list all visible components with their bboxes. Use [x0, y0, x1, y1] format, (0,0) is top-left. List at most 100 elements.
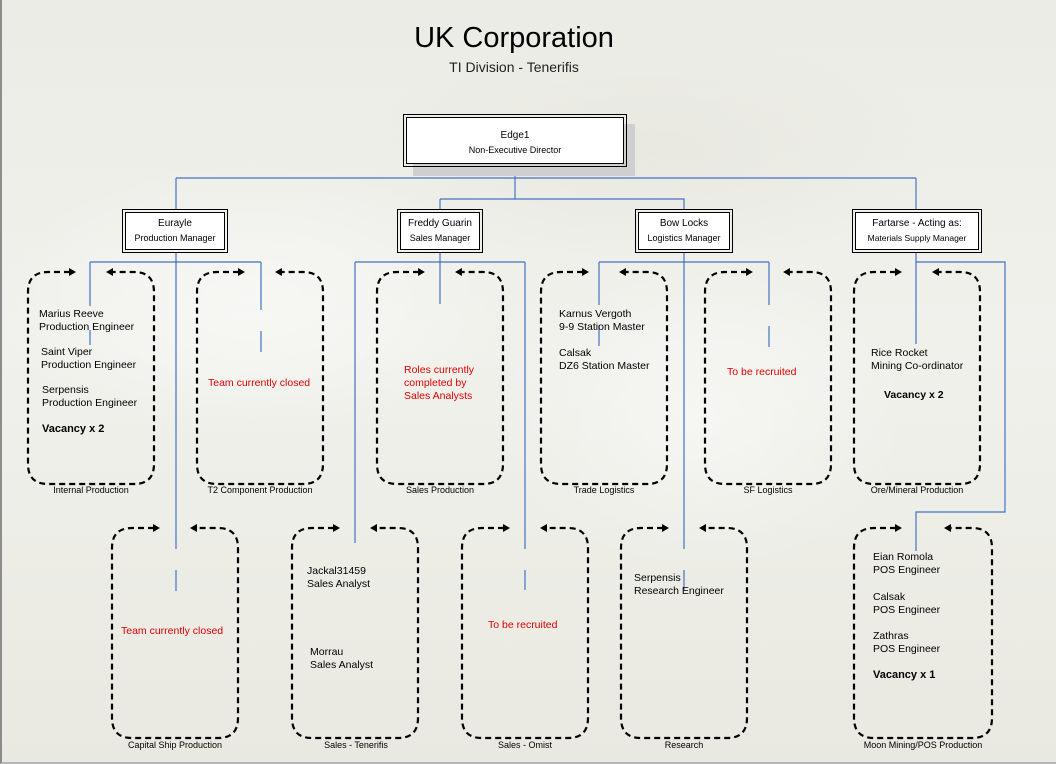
arrow-right-icon [895, 268, 902, 276]
team-label: Internal Production [53, 485, 129, 495]
team-status-note: To be recruited [727, 366, 797, 378]
team-label: T2 Component Production [207, 485, 313, 495]
team-outline-sales-omist [460, 526, 590, 740]
member-name: Jackal31459 [307, 565, 366, 577]
manager-role: Logistics Manager [647, 233, 721, 243]
arrow-left-icon [944, 524, 951, 532]
manager-name: Bow Locks [659, 218, 709, 229]
team-outline-sf-logistics [703, 270, 833, 486]
member-name: Marius Reeve [39, 308, 104, 320]
team-outline-internal-production [26, 270, 156, 486]
manager-box-production[interactable]: Eurayle Production Manager [122, 209, 228, 253]
team-label: Research [664, 740, 704, 750]
arrow-right-icon [69, 268, 76, 276]
team-label: Sales - Omist [497, 740, 552, 750]
arrow-left-icon [190, 524, 197, 532]
team-outline-sales-tenerifis [290, 526, 420, 740]
manager-name: Fartarse - Acting as: [872, 218, 962, 229]
note-line: Roles currently [404, 364, 475, 376]
arrow-left-icon [275, 268, 282, 276]
member-role: POS Engineer [873, 643, 941, 655]
connector-lines [89, 166, 1006, 591]
arrow-right-icon [746, 268, 753, 276]
manager-name: Freddy Guarin [408, 218, 472, 229]
team-outline-ore-mineral-production [852, 270, 982, 486]
manager-name: Eurayle [158, 218, 192, 229]
member-name: Serpensis [42, 384, 89, 396]
member-role: Mining Co-ordinator [871, 360, 964, 372]
member-role: 9-9 Station Master [559, 321, 645, 333]
member-name: Karnus Vergoth [559, 308, 632, 320]
team-member: Karnus Vergoth 9-9 Station Master [559, 308, 645, 334]
arrow-right-icon [238, 268, 245, 276]
team-member: Jackal31459 Sales Analyst [307, 565, 370, 591]
member-name: Serpensis [634, 572, 681, 584]
chart-title: UK Corporation [414, 22, 614, 54]
arrow-left-icon [370, 524, 377, 532]
team-status-note: To be recruited [488, 619, 558, 631]
team-label: Ore/Mineral Production [870, 485, 964, 495]
member-name: Rice Rocket [871, 347, 928, 359]
chart-subtitle: TI Division - Tenerifis [449, 59, 579, 75]
team-outlines [26, 268, 994, 740]
team-member: Zathras POS Engineer [873, 630, 940, 656]
director-name: Edge1 [500, 130, 530, 141]
team-member: Eian Romola POS Engineer [873, 551, 940, 577]
arrow-right-icon [582, 268, 589, 276]
team-status-note: Team currently closed [208, 377, 311, 389]
team-outline-moon-mining-pos-production [852, 526, 994, 740]
member-role: DZ6 Station Master [559, 360, 650, 372]
member-role: Sales Analyst [307, 578, 371, 590]
team-member: Calsak DZ6 Station Master [559, 347, 649, 373]
manager-box-sales[interactable]: Freddy Guarin Sales Manager [397, 209, 483, 253]
team-label: Moon Mining/POS Production [863, 740, 983, 750]
connector-to-bus2 [514, 178, 685, 210]
member-name: Saint Viper [41, 346, 93, 358]
team-member: Calsak POS Engineer [873, 591, 940, 617]
team-outline-t2-component-production [195, 270, 325, 486]
team-label: Trade Logistics [573, 485, 635, 495]
team-member: Marius Reeve Production Engineer [39, 308, 134, 334]
member-role: Production Engineer [42, 397, 138, 409]
arrow-left-icon [619, 268, 626, 276]
director-role: Non-Executive Director [468, 145, 562, 155]
team-outline-sales-production [375, 270, 505, 486]
arrow-left-icon [783, 268, 790, 276]
vacancy-count: Vacancy x 1 [873, 669, 936, 681]
arrow-right-icon [662, 524, 669, 532]
arrow-left-icon [455, 268, 462, 276]
team-label: Sales - Tenerifis [324, 740, 388, 750]
arrow-left-icon [540, 524, 547, 532]
arrow-left-icon [106, 268, 113, 276]
member-role: Production Engineer [39, 321, 135, 333]
team-outline-capital-ship-production [110, 526, 240, 740]
manager-box-logistics[interactable]: Bow Locks Logistics Manager [635, 209, 733, 253]
team-label: Sales Production [405, 485, 475, 495]
team-label: SF Logistics [743, 485, 793, 495]
member-role: Production Engineer [41, 359, 137, 371]
team-status-note: Roles currently completed by Sales Analy… [404, 364, 474, 403]
team-outline-trade-logistics [539, 270, 669, 486]
member-name: Zathras [873, 630, 909, 642]
member-name: Eian Romola [873, 551, 934, 563]
team-label: Capital Ship Production [127, 740, 223, 750]
note-line: Sales Analysts [404, 390, 473, 402]
team-outline-research [619, 526, 749, 740]
team-member: Morrau Sales Analyst [310, 646, 373, 672]
team-member: Serpensis Research Engineer [634, 572, 724, 598]
team-member: Saint Viper Production Engineer [41, 346, 136, 372]
arrow-right-icon [895, 524, 902, 532]
arrow-left-icon [932, 268, 939, 276]
arrow-left-icon [699, 524, 706, 532]
member-name: Calsak [559, 347, 592, 359]
connector-fartarse-bus [915, 261, 1006, 551]
manager-role: Production Manager [134, 233, 216, 243]
arrow-right-icon [153, 524, 160, 532]
manager-box-materials[interactable]: Fartarse - Acting as: Materials Supply M… [852, 209, 982, 253]
director-box[interactable]: Edge1 Non-Executive Director [403, 114, 627, 167]
member-name: Morrau [310, 646, 344, 658]
team-member: Serpensis Production Engineer [42, 384, 137, 410]
note-line: completed by [404, 377, 467, 389]
